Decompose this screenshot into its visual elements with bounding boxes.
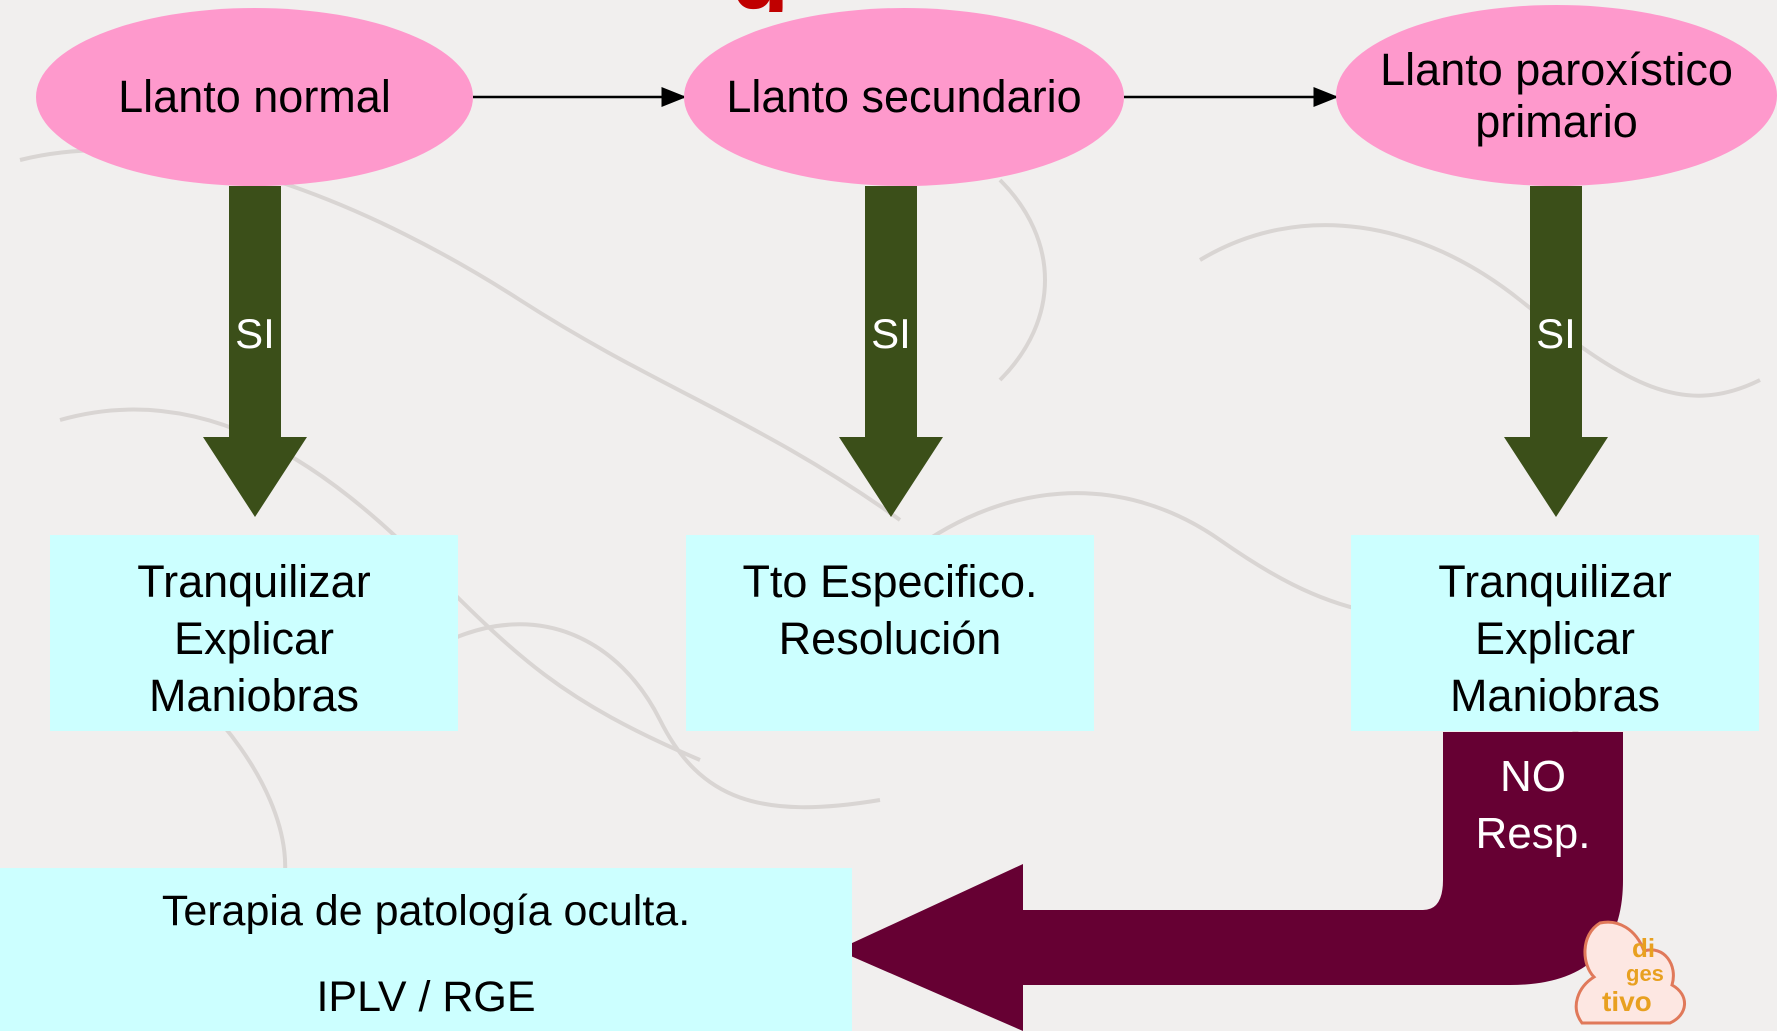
si-label-2: SI xyxy=(871,310,911,357)
node-llanto-paroxistico-line2: primario xyxy=(1475,95,1638,147)
node-llanto-secundario-label: Llanto secundario xyxy=(726,71,1082,122)
svg-text:di: di xyxy=(1632,933,1655,963)
svg-text:ges: ges xyxy=(1626,961,1664,986)
node-llanto-normal-label: Llanto normal xyxy=(118,71,391,122)
outcome-secundario-line2: Resolución xyxy=(778,613,1002,664)
outcome-normal-line2: Explicar xyxy=(173,613,335,664)
si-label-1: SI xyxy=(235,310,275,357)
final-therapy-line1: Terapia de patología oculta. xyxy=(161,887,691,935)
slide-title-fragment: g xyxy=(700,0,820,12)
outcome-paroxistico-line3: Maniobras xyxy=(1449,670,1661,721)
outcome-box-secundario: Tto Especifico. Resolución xyxy=(686,535,1094,731)
si-arrow-1 xyxy=(203,186,307,517)
outcome-normal-line1: Tranquilizar xyxy=(137,556,371,607)
node-llanto-secundario: Llanto secundario xyxy=(684,8,1124,186)
si-arrow-3 xyxy=(1504,186,1608,517)
node-llanto-paroxistico-line1: Llanto paroxístico xyxy=(1380,43,1733,95)
outcome-secundario-line1: Tto Especifico. xyxy=(742,556,1038,607)
no-resp-label: NO Resp. xyxy=(1443,748,1623,862)
no-resp-line2: Resp. xyxy=(1475,809,1591,858)
svg-text:tivo: tivo xyxy=(1602,986,1652,1017)
no-resp-line1: NO xyxy=(1500,752,1566,801)
no-resp-arrow xyxy=(837,732,1623,1031)
node-llanto-normal: Llanto normal xyxy=(36,8,473,186)
node-llanto-paroxistico: Llanto paroxístico primario xyxy=(1336,5,1777,186)
si-arrow-2 xyxy=(839,186,943,517)
digestivo-logo: di ges tivo xyxy=(1574,920,1686,1025)
final-therapy-line2: IPLV / RGE xyxy=(316,973,536,1021)
si-label-3: SI xyxy=(1536,310,1576,357)
outcome-normal-line3: Maniobras xyxy=(148,670,360,721)
outcome-box-normal: Tranquilizar Explicar Maniobras xyxy=(50,535,458,731)
final-therapy-box: Terapia de patología oculta. IPLV / RGE xyxy=(0,868,852,1031)
outcome-paroxistico-line1: Tranquilizar xyxy=(1438,556,1672,607)
outcome-paroxistico-line2: Explicar xyxy=(1474,613,1636,664)
outcome-box-paroxistico: Tranquilizar Explicar Maniobras xyxy=(1351,535,1759,731)
